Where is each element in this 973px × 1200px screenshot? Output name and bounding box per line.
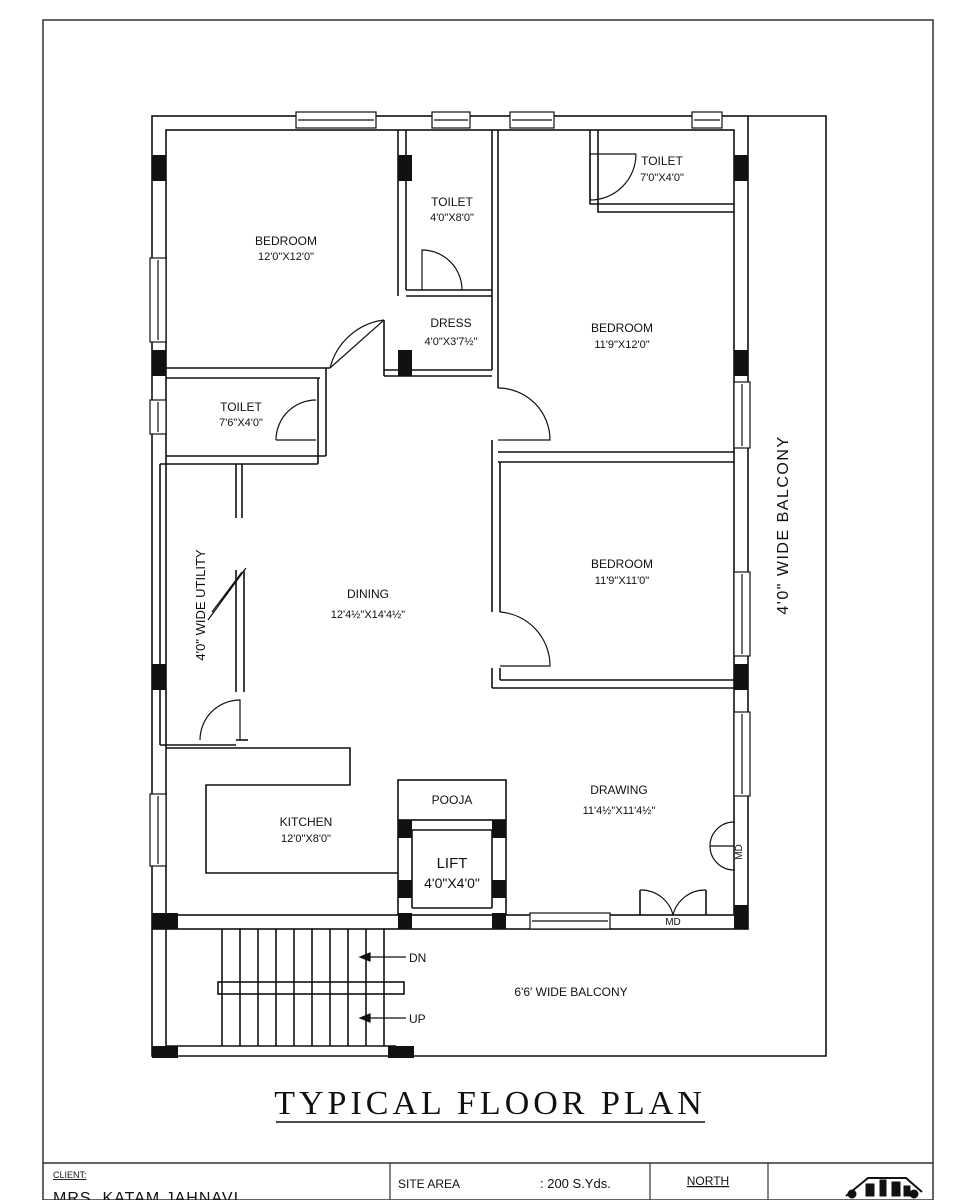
walls [151,115,827,1057]
toilet-ne-size: 7'0"X4'0" [640,172,684,184]
stair-up-label: UP [409,1012,426,1026]
dress-name: DRESS [430,316,471,330]
toilet-mid-name: TOILET [431,195,473,209]
north-label: NORTH [687,1174,729,1188]
title-block [389,1163,769,1200]
site-area-value: : 200 S.Yds. [540,1176,611,1191]
stair-arrows [358,952,406,1023]
dress-size: 4'0"X3'7½" [425,336,478,348]
drawing-name: DRAWING [590,783,648,797]
dining-name: DINING [347,587,389,601]
client-label: CLIENT: [53,1170,87,1180]
main-door-mark-1: MD [665,917,681,928]
stair-down-label: DN [409,951,426,965]
lift-name: LIFT [437,855,468,872]
main-door-mark-2: MD [734,844,745,860]
dining-size: 12'4½"X14'4½" [331,609,405,621]
drawing-title: TYPICAL FLOOR PLAN [274,1085,706,1122]
balcony-e-label: 4'0" WIDE BALCONY [775,435,792,614]
toilet-mid-size: 4'0"X8'0" [430,212,474,224]
bedroom-e-size: 11'9"X11'0" [595,575,650,587]
balcony-s-label: 6'6' WIDE BALCONY [514,985,627,999]
client-name: MRS. KATAM JAHNAVI [53,1190,239,1200]
bedroom-ne-name: BEDROOM [591,321,653,335]
toilet-w-size: 7'6"X4'0" [219,417,263,429]
bedroom-e-name: BEDROOM [591,557,653,571]
doors [199,153,735,916]
site-area-label: SITE AREA [398,1177,460,1191]
sheet-border [42,19,934,1200]
columns [152,155,748,1058]
bedroom-nw-size: 12'0"X12'0" [258,251,314,263]
company-logo [845,1177,923,1199]
bedroom-nw-name: BEDROOM [255,234,317,248]
utility-label: 4'0" WIDE UTILITY [193,549,208,660]
toilet-w-name: TOILET [220,400,262,414]
drawing-size: 11'4½"X11'4½" [583,805,656,817]
kitchen-size: 12'0"X8'0" [281,833,331,845]
kitchen-name: KITCHEN [280,815,333,829]
windows [149,111,751,930]
lift-size: 4'0"X4'0" [424,875,480,891]
pooja-name: POOJA [432,793,473,807]
toilet-ne-name: TOILET [641,154,683,168]
bedroom-ne-size: 11'9"X12'0" [594,339,649,351]
